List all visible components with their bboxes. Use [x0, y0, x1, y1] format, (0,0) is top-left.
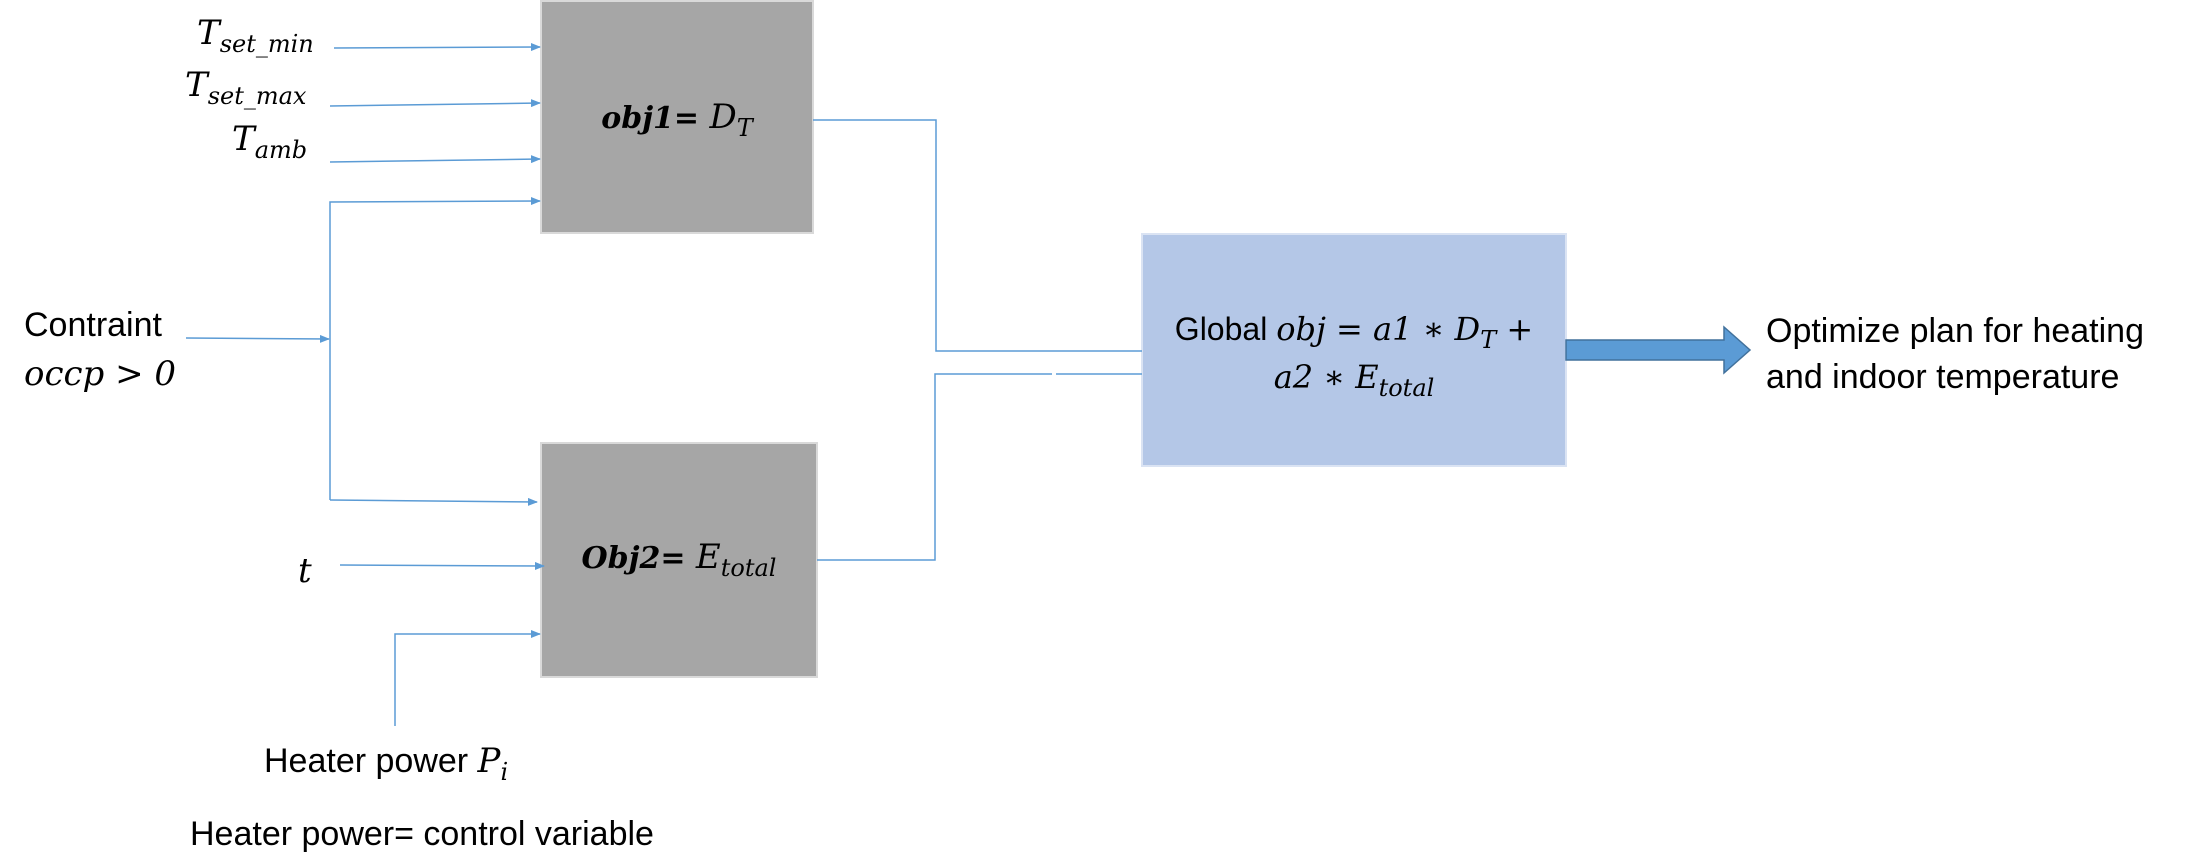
global-prefix: Global [1175, 311, 1276, 347]
constraint-arrow [185, 334, 330, 343]
t-set-min-base: T [197, 13, 222, 53]
global-line2-sub: total [1379, 374, 1435, 402]
global-objective-line1: Global obj = a1 ∗ DT + [1175, 310, 1533, 354]
obj1-box [540, 0, 814, 234]
heater-power-symbol: P [477, 741, 502, 781]
obj2-base: E [695, 537, 721, 577]
obj1-sub: T [737, 114, 755, 142]
t-amb-arrow [329, 155, 541, 164]
global-line2-expr: a2 ∗ E [1274, 358, 1379, 396]
global-objective-line2: a2 ∗ Etotal [1274, 358, 1435, 402]
t-set-max-sub: set_max [208, 82, 307, 110]
output-line2: and indoor temperature [1766, 358, 2119, 396]
obj2-output-line [817, 373, 1142, 561]
obj1-output-line [813, 119, 1142, 352]
obj1-base: D [709, 97, 737, 137]
global-line1-sub: T [1480, 326, 1498, 354]
t-set-min-arrow [333, 43, 541, 52]
t-amb-sub: amb [255, 136, 307, 164]
control-variable-note: Heater power= control variable [190, 815, 654, 853]
output-block-arrow [1565, 325, 1752, 375]
constraint-branch-line [329, 197, 541, 500]
global-line1-suffix: + [1496, 310, 1533, 348]
global-objective-box [1141, 233, 1567, 467]
obj1-label: obj1= DT [601, 97, 755, 142]
t-label: t [298, 551, 312, 591]
constraint-label: Contraint [24, 306, 163, 344]
t-set-max-label: Tset_max [185, 65, 307, 110]
t-amb-base: T [232, 119, 257, 159]
t-set-max-base: T [185, 65, 210, 105]
obj1-prefix: obj1= [601, 101, 709, 136]
global-line1-expr: obj = a1 ∗ D [1276, 310, 1480, 348]
constraint-to-obj2-arrow [329, 497, 538, 506]
heater-power-arrow [394, 630, 541, 726]
obj2-label: Obj2= Etotal [582, 537, 777, 582]
t-arrow [339, 561, 545, 570]
obj2-prefix: Obj2= [582, 541, 696, 576]
t-set-min-sub: set_min [220, 30, 314, 58]
obj2-sub: total [721, 554, 777, 582]
heater-power-label: Heater power Pi [264, 741, 508, 786]
obj2-box [540, 442, 818, 678]
output-line1: Optimize plan for heating [1766, 312, 2144, 350]
constraint-expression: occp > 0 [24, 354, 176, 394]
t-set-min-label: Tset_min [197, 13, 314, 58]
heater-power-text: Heater power [264, 742, 478, 780]
heater-power-sub: i [500, 758, 508, 786]
t-amb-label: Tamb [232, 119, 307, 164]
t-set-max-arrow [329, 99, 541, 108]
